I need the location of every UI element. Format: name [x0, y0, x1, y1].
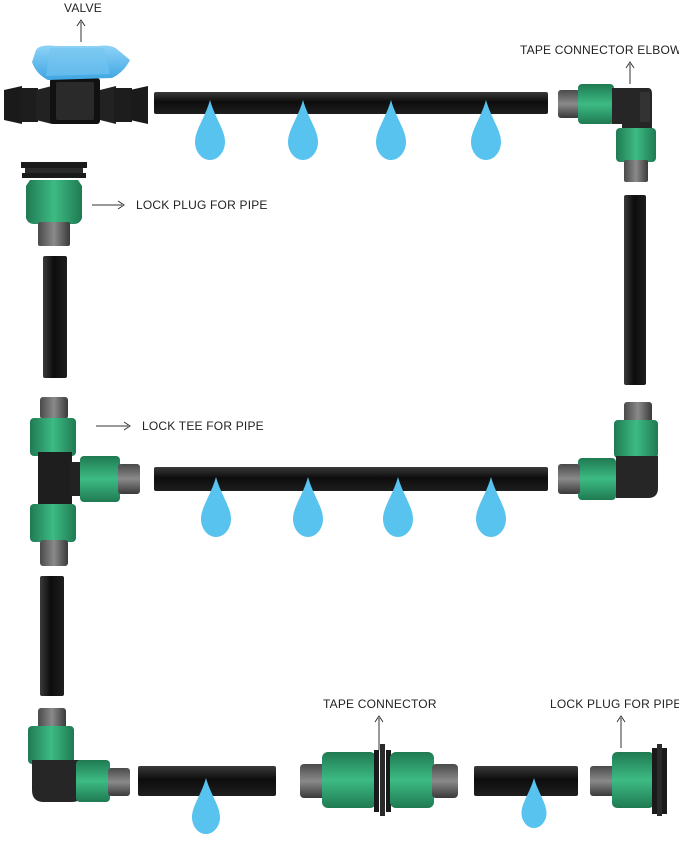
pipe-left-upper: [43, 256, 67, 378]
tape-connector-elbow-right-icon: [558, 402, 658, 500]
pipe-top: [154, 92, 548, 114]
lock-tee-icon: [30, 397, 140, 566]
lock-elbow-bottom-icon: [28, 708, 130, 802]
lock-plug-top-icon: [21, 162, 87, 246]
pipe-bottom-right: [474, 766, 578, 796]
lock-plug-bottom-icon: [590, 744, 667, 816]
pipe-middle: [154, 467, 548, 491]
arrow-icon: [92, 200, 125, 210]
lock-plug-bottom-label: LOCK PLUG FOR PIPE: [550, 697, 679, 711]
arrow-icon: [616, 715, 626, 748]
pipe-right-vertical: [624, 195, 646, 385]
lock-tee-label: LOCK TEE FOR PIPE: [142, 419, 264, 433]
tape-connector-icon: [300, 744, 458, 816]
arrow-icon: [76, 19, 86, 42]
pipe-bottom-left: [138, 766, 276, 796]
arrow-icon: [96, 421, 131, 431]
valve-icon: [4, 45, 148, 124]
tape-connector-elbow-label: TAPE CONNECTOR ELBOW: [520, 43, 679, 57]
arrow-icon: [625, 61, 635, 84]
lock-plug-top-label: LOCK PLUG FOR PIPE: [136, 198, 268, 212]
pipe-left-lower: [40, 576, 64, 696]
valve-label: VALVE: [64, 1, 102, 15]
arrow-icon: [374, 715, 384, 750]
tape-connector-elbow-icon: [558, 84, 656, 182]
tape-connector-label: TAPE CONNECTOR: [323, 697, 437, 711]
